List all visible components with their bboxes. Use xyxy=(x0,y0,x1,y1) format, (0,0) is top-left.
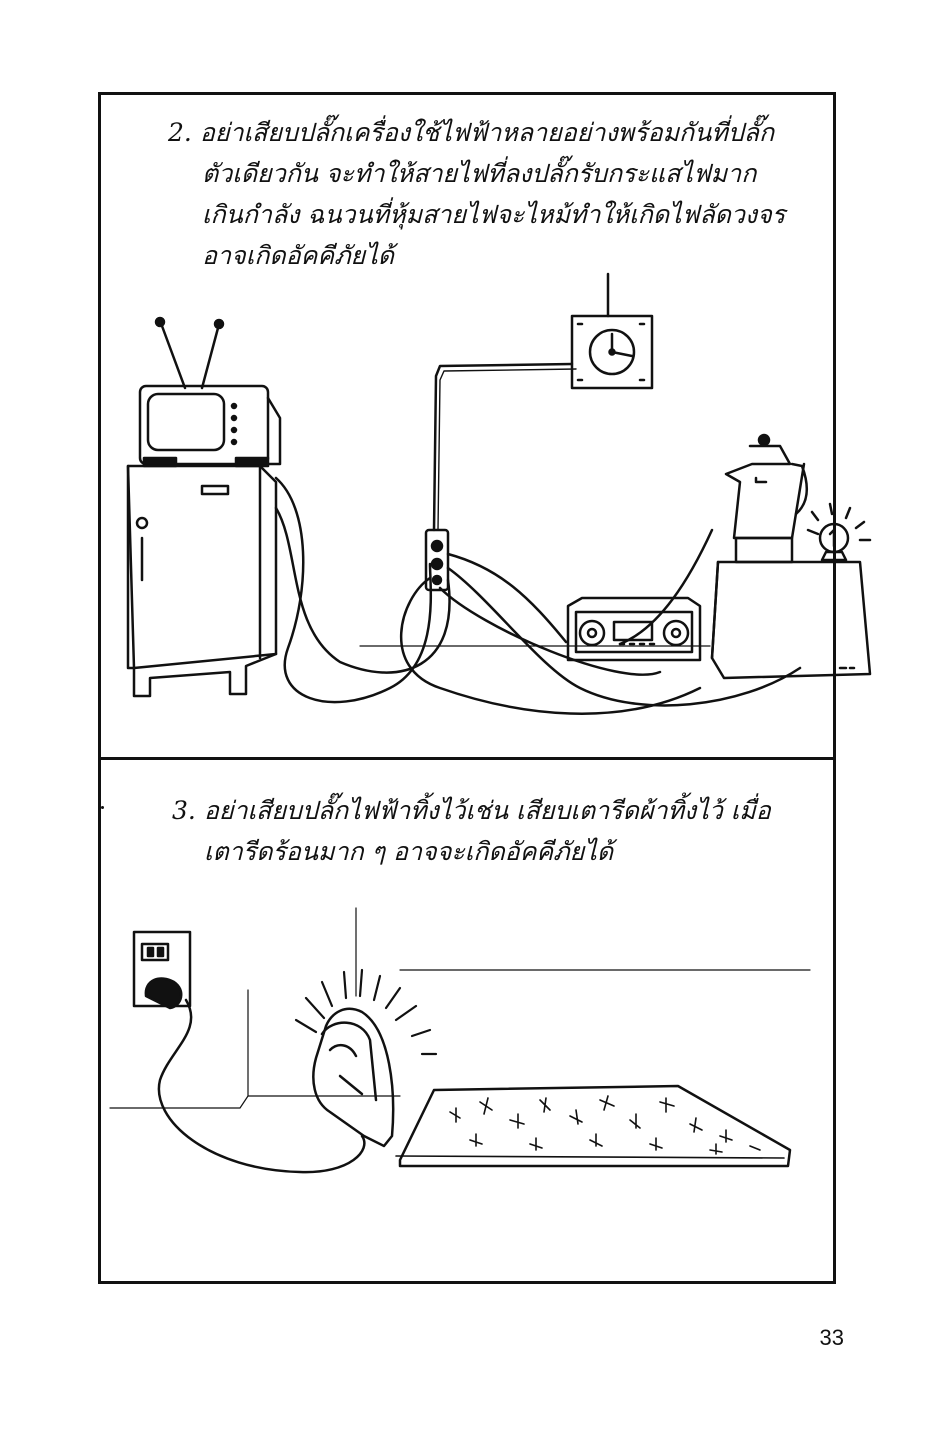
iron-cord xyxy=(157,998,366,1174)
tangled-cords xyxy=(274,476,802,715)
item-2-line-1: 2. อย่าเสียบปลั๊กเครื่องใช้ไฟฟ้าหลายอย่า… xyxy=(168,112,808,153)
page-number: 33 xyxy=(819,1325,844,1350)
cloth-icon xyxy=(395,1084,792,1168)
electric-kettle-icon xyxy=(724,433,809,564)
stray-mark xyxy=(101,806,104,809)
item-2-number: 2. xyxy=(168,118,192,147)
item-2-line-3: เกินกำลัง ฉนวนที่หุ้มสายไฟจะไหม้ทำให้เกิ… xyxy=(202,200,786,229)
item-2-line-2: ตัวเดียวกัน จะทำให้สายไฟที่ลงปลั๊กรับกระ… xyxy=(202,159,757,188)
wall-cord xyxy=(432,362,574,532)
item-3-line-1: 3. อย่าเสียบปลั๊กไฟฟ้าทิ้งไว้เช่น เสียบเ… xyxy=(172,790,802,831)
item-3-line-2: เตารีดร้อนมาก ๆ อาจจะเกิดอัคคีภัยได้ xyxy=(204,837,614,866)
panel-divider xyxy=(98,757,836,760)
side-table-icon xyxy=(710,560,872,680)
item-2-line-4: อาจเกิดอัคคีภัยได้ xyxy=(202,241,395,270)
television-icon xyxy=(138,316,282,468)
heat-lines-icon xyxy=(294,968,438,1056)
item-3-paragraph: 3. อย่าเสียบปลั๊กไฟฟ้าทิ้งไว้เช่น เสียบเ… xyxy=(172,790,802,872)
wall-outlet-icon xyxy=(132,930,192,1010)
page-frame xyxy=(98,92,836,1284)
item-3-number: 3. xyxy=(172,796,196,825)
clothes-iron-icon xyxy=(312,1007,395,1148)
lamp-icon xyxy=(806,502,872,562)
iron-left-plugged-illustration xyxy=(109,907,811,1174)
overloaded-outlet-illustration xyxy=(126,272,872,715)
multi-outlet-icon xyxy=(424,528,450,592)
room-corner-lines xyxy=(109,907,811,1109)
wall-clock-icon xyxy=(570,272,654,390)
refrigerator-icon xyxy=(126,464,278,698)
item-2-paragraph: 2. อย่าเสียบปลั๊กเครื่องใช้ไฟฟ้าหลายอย่า… xyxy=(168,112,808,276)
cassette-radio-icon xyxy=(566,596,702,662)
